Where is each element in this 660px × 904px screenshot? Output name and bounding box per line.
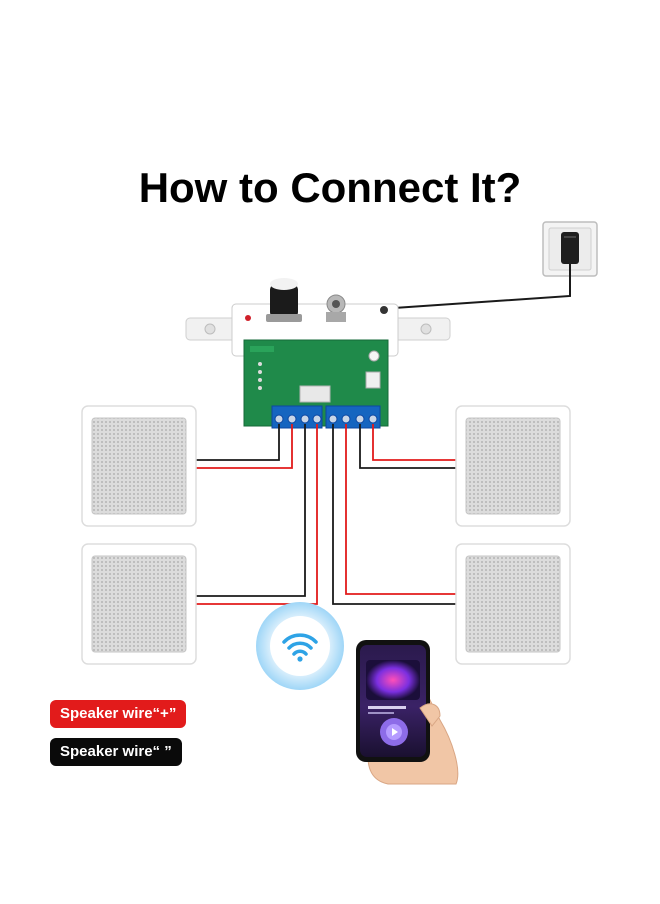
diagram-title: How to Connect It? [138, 164, 522, 211]
speaker-bottom-left [81, 543, 197, 665]
smartphone-icon [356, 640, 459, 785]
speaker-wires [196, 424, 456, 605]
wifi-icon [256, 602, 344, 690]
legend-negative-wire: Speaker wire“ ” [50, 738, 182, 766]
audio-jack-icon [326, 294, 346, 322]
amplifier-module [185, 278, 451, 429]
power-cable [393, 264, 571, 309]
legend-positive-wire: Speaker wire“+” [50, 700, 187, 728]
volume-knob-icon [266, 278, 302, 322]
speaker-top-right [455, 405, 571, 527]
power-adapter-icon [561, 232, 579, 264]
speaker-top-left [81, 405, 197, 527]
speaker-bottom-right [455, 543, 571, 665]
